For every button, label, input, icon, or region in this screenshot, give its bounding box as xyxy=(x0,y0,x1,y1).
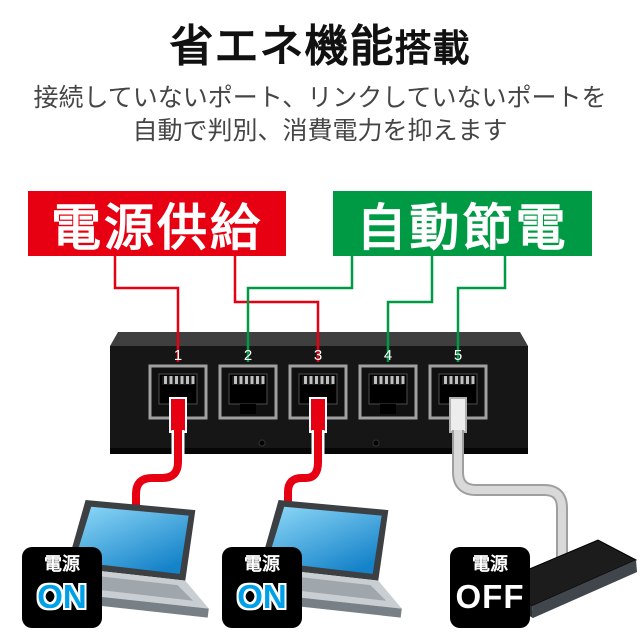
line-save-port2 xyxy=(246,256,354,362)
line-save-port4 xyxy=(386,256,434,362)
power-label: 電源 xyxy=(472,554,508,574)
cable-port5-gray xyxy=(449,397,568,560)
line-power-port3 xyxy=(233,256,320,362)
port-number-4: 4 xyxy=(384,347,392,364)
screw-hole xyxy=(372,439,380,447)
port-4 xyxy=(358,364,418,420)
screw-hole xyxy=(258,439,266,447)
plug-port1 xyxy=(169,397,187,433)
line-save-port5 xyxy=(456,256,507,362)
subtitle: 接続していないポート、リンクしていないポートを 自動で判別、消費電力を抑えます xyxy=(0,82,640,148)
port-number-3: 3 xyxy=(314,347,322,364)
line-power-port1 xyxy=(113,256,180,362)
power-state-on: ON xyxy=(237,577,287,615)
power-label: 電源 xyxy=(44,554,80,574)
plug-port3 xyxy=(309,397,327,433)
subtitle-line1: 接続していないポート、リンクしていないポートを xyxy=(33,84,607,112)
title-main: 省エネ機能 xyxy=(169,22,395,71)
power-state-off: OFF xyxy=(455,577,525,615)
subtitle-line2: 自動で判別、消費電力を抑えます xyxy=(132,117,508,145)
power-status-badge-1: 電源 ON xyxy=(22,547,102,628)
port-numbers: 1 2 3 4 5 xyxy=(174,347,462,364)
port-number-5: 5 xyxy=(454,347,462,364)
plug-port5 xyxy=(449,397,467,433)
title-suffix: 搭載 xyxy=(394,28,471,69)
port-number-1: 1 xyxy=(174,347,182,364)
auto-saving-tag: 自動節電 xyxy=(333,191,592,256)
power-label: 電源 xyxy=(244,554,280,574)
power-state-on: ON xyxy=(37,577,87,615)
page-title: 省エネ機能搭載 xyxy=(0,10,640,74)
port-2 xyxy=(218,364,278,420)
cable-port3-red xyxy=(281,397,327,518)
connector-lines xyxy=(113,256,507,362)
power-status-badge-2: 電源 ON xyxy=(222,547,302,628)
power-supply-tag: 電源供給 xyxy=(28,191,286,256)
power-status-badge-3: 電源 OFF xyxy=(450,547,530,628)
cable-port1-red xyxy=(129,397,187,518)
port-number-2: 2 xyxy=(244,347,252,364)
